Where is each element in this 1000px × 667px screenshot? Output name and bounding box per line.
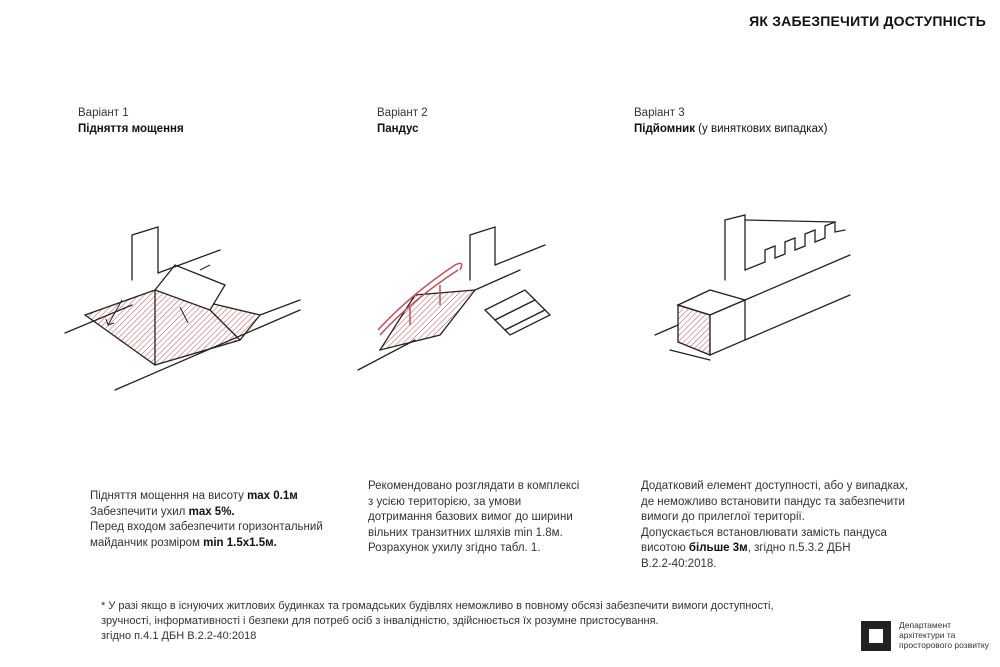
description-line: вимоги до прилеглої території. [641, 511, 805, 523]
footnote-line: * У разі якщо в існуючих житлових будинк… [101, 600, 774, 612]
variant-1-description: Підняття мощення на висоту max 0.1м Забе… [90, 489, 323, 551]
footnote-line: згідно п.4.1 ДБН В.2.2-40:2018 [101, 630, 257, 642]
description-line: з усією територією, за умови [368, 495, 522, 508]
description-line: вільних транзитних шляхів min 1.8м. [368, 526, 563, 539]
variant-name: Пандус [377, 123, 419, 135]
description-line: Забезпечити ухил max 5%. [90, 505, 235, 518]
logo-line: просторового розвитку [899, 640, 989, 650]
description-line: Допускається встановлювати замість панду… [641, 526, 887, 539]
department-logo-icon [861, 621, 891, 651]
ramp-sketch [357, 226, 552, 371]
description-line: висотою більше 3м, згідно п.5.3.2 ДБН [641, 542, 851, 554]
description-line: Підняття мощення на висоту max 0.1м [90, 490, 298, 502]
description-line: Розрахунок ухилу згідно табл. 1. [368, 542, 541, 554]
variant-3-header: Варіант 3 Підйомник (у виняткових випадк… [634, 105, 828, 137]
variant-label: Варіант 3 [634, 107, 685, 119]
description-line: Рекомендовано розглядати в комплексі [368, 480, 580, 492]
variant-1-header: Варіант 1 Підняття мощення [78, 105, 184, 137]
department-logo-text: Департамент архітектури та просторового … [899, 620, 989, 650]
variant-label: Варіант 2 [377, 107, 428, 119]
variant-name: Підйомник [634, 123, 695, 135]
description-line: майданчик розміром min 1.5x1.5м. [90, 536, 277, 549]
logo-line: архітектури та [899, 630, 956, 640]
description-line: де неможливо встановити пандус та забезп… [641, 495, 905, 508]
description-line: Додатковий елемент доступності, або у ви… [641, 480, 909, 492]
variant-2-description: Рекомендовано розглядати в комплексі з у… [368, 479, 579, 557]
description-line: В.2.2-40:2018. [641, 557, 717, 570]
raised-paving-sketch [64, 226, 301, 391]
lift-sketch [654, 214, 851, 361]
footnote: * У разі якщо в існуючих житлових будинк… [101, 599, 774, 644]
variant-3-description: Додатковий елемент доступності, або у ви… [641, 479, 908, 572]
variant-2-header: Варіант 2 Пандус [377, 105, 428, 137]
page-title: ЯК ЗАБЕЗПЕЧИТИ ДОСТУПНІСТЬ [749, 13, 986, 29]
logo-line: Департамент [899, 620, 952, 630]
variant-label: Варіант 1 [78, 107, 129, 119]
description-line: Перед входом забезпечити горизонтальний [90, 521, 323, 533]
description-line: дотримання базових вимог до ширини [368, 511, 573, 523]
variant-note: (у виняткових випадках) [694, 123, 828, 135]
footnote-line: зручності, інформативності і безпеки для… [101, 615, 659, 627]
variant-name: Підняття мощення [78, 123, 184, 135]
